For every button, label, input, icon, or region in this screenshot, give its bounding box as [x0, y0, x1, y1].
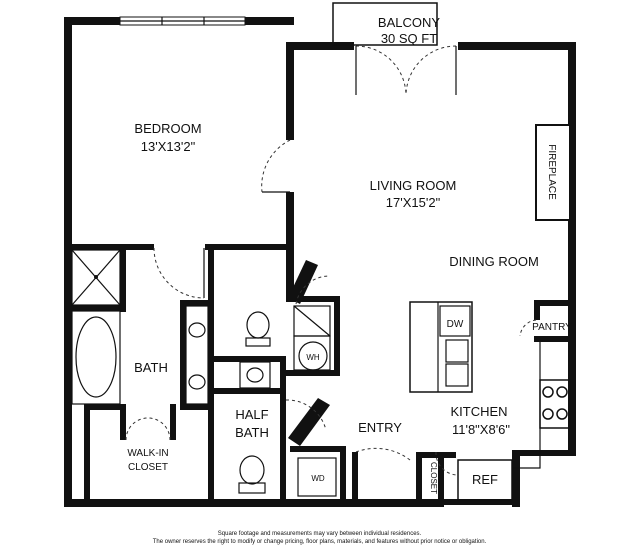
living-room-size: 17'X15'2" [386, 195, 441, 210]
interior-walls [64, 42, 576, 506]
footer-disclaimer-1: Square footage and measurements may vary… [217, 531, 422, 537]
kitchen-size: 11'8"X8'6" [452, 422, 510, 437]
balcony-size: 30 SQ FT [381, 31, 437, 46]
walkin-closet-line1: WALK-IN [127, 448, 168, 459]
half-bath-line1: HALF [235, 407, 268, 422]
kitchen-name: KITCHEN [450, 404, 507, 419]
half-bath-line2: BATH [235, 425, 269, 440]
dishwasher-label: DW [447, 319, 464, 330]
dining-room-name: DINING ROOM [449, 254, 539, 269]
room-labels: BALCONY 30 SQ FT BEDROOM 13'X13'2" LIVIN… [127, 15, 572, 494]
door-swings [125, 45, 537, 502]
closet-label: CLOSET [429, 462, 438, 494]
washer-dryer-label: WD [311, 474, 325, 483]
exterior-walls [64, 2, 576, 507]
bedroom-size: 13'X13'2" [141, 139, 196, 154]
refrigerator-label: REF [472, 472, 498, 487]
living-room-name: LIVING ROOM [370, 178, 457, 193]
entry-name: ENTRY [358, 420, 402, 435]
footer-disclaimer-2: The owner reserves the right to modify o… [152, 539, 487, 545]
bedroom-name: BEDROOM [134, 121, 201, 136]
pantry-label: PANTRY [532, 322, 572, 333]
fireplace-label: FIREPLACE [546, 144, 557, 200]
water-heater-label: WH [306, 353, 320, 362]
fixtures [71, 124, 571, 501]
walkin-closet-line2: CLOSET [128, 462, 168, 473]
bath-name: BATH [134, 360, 168, 375]
balcony-name: BALCONY [378, 15, 440, 30]
